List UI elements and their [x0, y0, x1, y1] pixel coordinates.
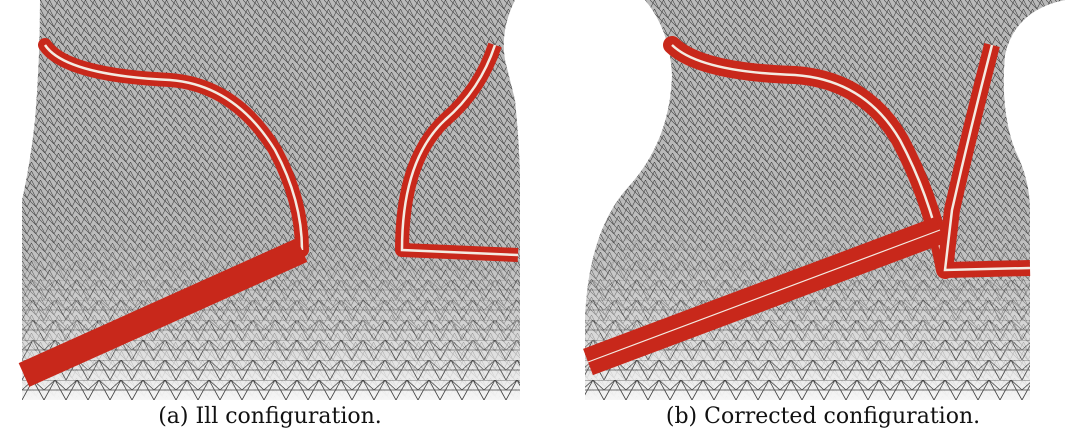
- panel-caption: (b) Corrected configuration.: [560, 404, 1086, 429]
- mesh-specimen-ill: [0, 0, 540, 400]
- figure-panel-b: (b) Corrected configuration.: [560, 0, 1086, 445]
- panel-caption: (a) Ill configuration.: [0, 404, 540, 429]
- figure-panel-a: (a) Ill configuration.: [0, 0, 540, 445]
- mesh-specimen-corrected: [560, 0, 1086, 400]
